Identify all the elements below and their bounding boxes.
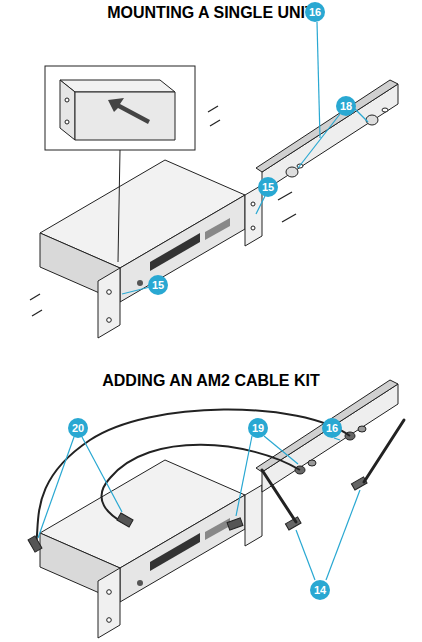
- callout-circle: 15: [148, 275, 168, 295]
- callout-number: 19: [252, 422, 264, 434]
- callout-number: 15: [152, 279, 164, 291]
- callout-circle: 16: [322, 418, 342, 438]
- callout-number: 18: [340, 100, 352, 112]
- callout-circle: 20: [68, 418, 88, 438]
- heading-text: ADDING AN AM2 CABLE KIT: [102, 372, 319, 389]
- callout-circle: 18: [336, 96, 356, 116]
- section-heading: ADDING AN AM2 CABLE KIT: [102, 372, 319, 390]
- callout-number: 15: [262, 181, 274, 193]
- callout-number: 14: [314, 584, 326, 596]
- callout-number: 16: [309, 6, 321, 18]
- callout-number: 20: [72, 422, 84, 434]
- callout-number: 16: [326, 422, 338, 434]
- callout-circle: 16: [305, 2, 325, 22]
- heading-text: MOUNTING A SINGLE UNIT: [107, 4, 315, 21]
- callout-circle: 19: [248, 418, 268, 438]
- section-heading: MOUNTING A SINGLE UNIT: [107, 4, 315, 22]
- callout-circle: 14: [310, 580, 330, 600]
- callout-circle: 15: [258, 177, 278, 197]
